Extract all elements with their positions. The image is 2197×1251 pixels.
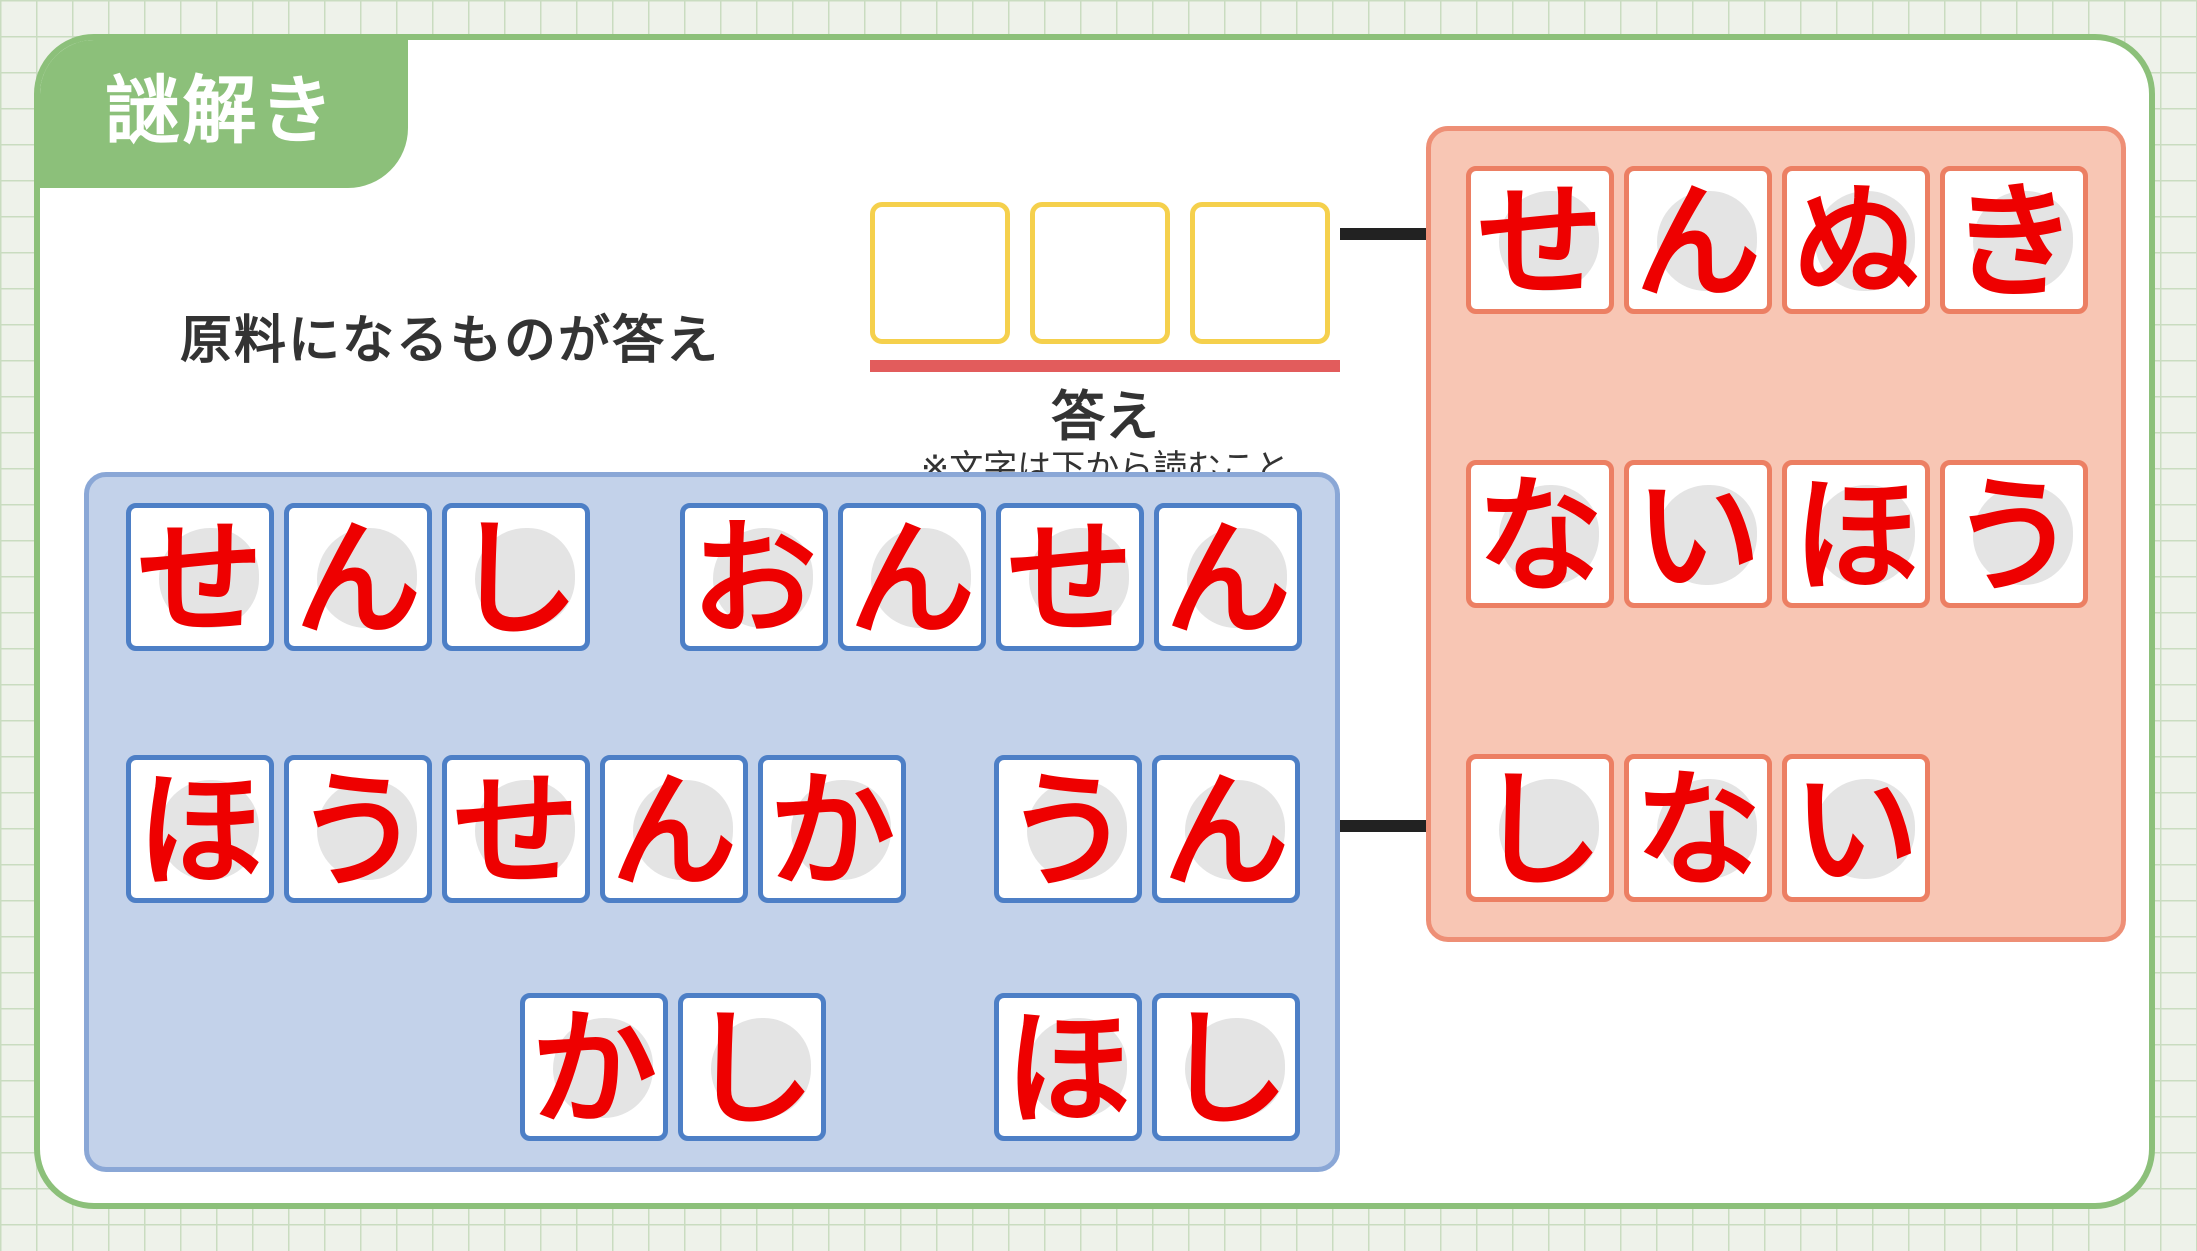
tile-shadow-shape: [475, 528, 575, 628]
tile-letter: ん: [611, 758, 737, 903]
answer-underline: [870, 360, 1340, 372]
title-badge: 謎解き: [40, 40, 408, 188]
red-letter-tile[interactable]: う: [1940, 460, 2088, 608]
tile-shadow-shape: [713, 528, 813, 628]
tile-shadow-shape: [159, 780, 259, 880]
blue-letter-tile[interactable]: せ: [126, 503, 274, 651]
tile-letter: ん: [1635, 169, 1761, 314]
tile-shadow-shape: [1815, 779, 1915, 879]
red-letter-tile[interactable]: し: [1466, 754, 1614, 902]
blue-letter-tile[interactable]: ほ: [126, 755, 274, 903]
tile-shadow-shape: [1027, 1018, 1127, 1118]
blue-letter-tile[interactable]: か: [520, 993, 668, 1141]
tile-letter: し: [453, 506, 579, 651]
tile-letter: ほ: [1005, 996, 1131, 1141]
tile-letter: し: [1477, 757, 1603, 902]
tile-letter: ん: [1165, 506, 1291, 651]
tile-shadow-shape: [1499, 779, 1599, 879]
blue-letter-tile[interactable]: せ: [996, 503, 1144, 651]
blue-letter-tile[interactable]: せ: [442, 755, 590, 903]
blue-letter-tile[interactable]: ん: [1152, 755, 1300, 903]
blue-letter-tile[interactable]: お: [680, 503, 828, 651]
answer-box-3[interactable]: [1190, 202, 1330, 344]
tile-letter: し: [689, 996, 815, 1141]
tile-letter: ぬ: [1793, 169, 1919, 314]
tile-shadow-shape: [1657, 779, 1757, 879]
tile-letter: せ: [453, 758, 579, 903]
blue-letter-tile[interactable]: ほ: [994, 993, 1142, 1141]
blue-letter-tile[interactable]: ん: [284, 503, 432, 651]
tile-shadow-shape: [1029, 528, 1129, 628]
tile-letter: ん: [1163, 758, 1289, 903]
answer-box-1[interactable]: [870, 202, 1010, 344]
blue-letter-tile[interactable]: ん: [1154, 503, 1302, 651]
tile-letter: か: [531, 996, 657, 1141]
blue-letter-tile[interactable]: し: [1152, 993, 1300, 1141]
red-letter-tile[interactable]: い: [1782, 754, 1930, 902]
tile-shadow-shape: [1815, 485, 1915, 585]
prompt-text: 原料になるものが答え: [180, 311, 721, 371]
tile-letter: う: [1005, 758, 1131, 903]
tile-letter: ん: [849, 506, 975, 651]
tile-shadow-shape: [553, 1018, 653, 1118]
tile-shadow-shape: [871, 528, 971, 628]
tile-letter: ん: [295, 506, 421, 651]
red-letter-tile[interactable]: ぬ: [1782, 166, 1930, 314]
tile-shadow-shape: [1185, 780, 1285, 880]
tile-shadow-shape: [475, 780, 575, 880]
blue-letter-tile[interactable]: う: [284, 755, 432, 903]
tile-letter: お: [691, 506, 817, 651]
blue-letter-tile[interactable]: し: [442, 503, 590, 651]
red-letter-tile[interactable]: ほ: [1782, 460, 1930, 608]
blue-letter-tile[interactable]: し: [678, 993, 826, 1141]
tile-shadow-shape: [711, 1018, 811, 1118]
tile-letter: ほ: [1793, 463, 1919, 608]
tile-letter: せ: [1477, 169, 1603, 314]
tile-shadow-shape: [1973, 485, 2073, 585]
red-letter-tile[interactable]: ん: [1624, 166, 1772, 314]
tile-shadow-shape: [1499, 191, 1599, 291]
blue-letter-tile[interactable]: ん: [838, 503, 986, 651]
red-letter-tile[interactable]: せ: [1466, 166, 1614, 314]
connector-bottom: [1340, 820, 1426, 832]
tile-shadow-shape: [1657, 485, 1757, 585]
blue-letter-tile[interactable]: う: [994, 755, 1142, 903]
tile-letter: せ: [137, 506, 263, 651]
red-letter-tile[interactable]: な: [1624, 754, 1772, 902]
connector-top: [1340, 228, 1426, 240]
tile-shadow-shape: [1657, 191, 1757, 291]
tile-shadow-shape: [1815, 191, 1915, 291]
red-letter-tile[interactable]: い: [1624, 460, 1772, 608]
tile-shadow-shape: [1185, 1018, 1285, 1118]
tile-letter: い: [1793, 757, 1919, 902]
red-letter-tile[interactable]: な: [1466, 460, 1614, 608]
tile-letter: し: [1163, 996, 1289, 1141]
tile-shadow-shape: [1027, 780, 1127, 880]
tile-letter: な: [1477, 463, 1603, 608]
tile-shadow-shape: [1187, 528, 1287, 628]
blue-letter-tile[interactable]: ん: [600, 755, 748, 903]
tile-letter: う: [1951, 463, 2077, 608]
tile-shadow-shape: [1499, 485, 1599, 585]
blue-letter-tile[interactable]: か: [758, 755, 906, 903]
tile-shadow-shape: [633, 780, 733, 880]
tile-letter: う: [295, 758, 421, 903]
tile-letter: ほ: [137, 758, 263, 903]
tile-letter: な: [1635, 757, 1761, 902]
tile-shadow-shape: [1973, 191, 2073, 291]
tile-shadow-shape: [317, 528, 417, 628]
tile-shadow-shape: [317, 780, 417, 880]
puzzle-card: 謎解き 原料になるものが答え 答え ※文字は下から読むこと せんしおんせんほうせ…: [34, 34, 2155, 1209]
answer-label: 答え: [1051, 385, 1159, 448]
red-letter-tile[interactable]: き: [1940, 166, 2088, 314]
tile-shadow-shape: [791, 780, 891, 880]
answer-box-2[interactable]: [1030, 202, 1170, 344]
tile-letter: き: [1951, 169, 2077, 314]
tile-letter: せ: [1007, 506, 1133, 651]
tile-shadow-shape: [159, 528, 259, 628]
tile-letter: か: [769, 758, 895, 903]
tile-letter: い: [1635, 463, 1761, 608]
